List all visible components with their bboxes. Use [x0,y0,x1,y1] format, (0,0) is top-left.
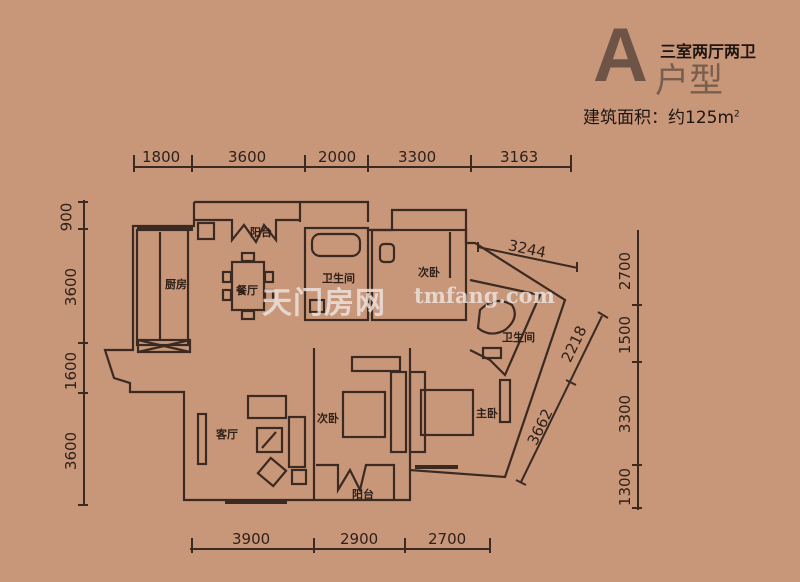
right-dimension-line [632,230,642,510]
floor-area: 建筑面积：约125m2 [583,103,740,128]
dim-right-4: 1300 [616,467,635,507]
dim-top-1: 1800 [142,148,181,166]
room-kitchen: 厨房 [165,278,187,291]
dim-bottom-2: 2900 [340,530,379,548]
room-bedroom-second: 次卧 [317,412,339,425]
room-balcony-north: 阳台 [250,226,272,239]
dim-left-2: 3600 [62,267,81,307]
room-dining: 餐厅 [236,284,258,297]
room-bedroom-north: 次卧 [418,266,440,279]
room-bathroom-2: 卫生间 [502,331,535,344]
dim-top-2: 3600 [228,148,267,166]
left-dimension-line [78,200,88,506]
bottom-dimension-line [190,538,491,553]
dim-bottom-1: 3900 [232,530,271,548]
unit-type-label: 户型 [655,61,723,101]
dim-bottom-3: 2700 [428,530,467,548]
unit-letter: A [593,13,648,98]
top-dimension-line [133,155,572,172]
dim-right-3: 3300 [616,394,635,434]
dim-left-4: 3600 [62,431,81,471]
room-bathroom-1: 卫生间 [322,272,355,285]
dim-top-5: 3163 [500,148,539,166]
dim-top-3: 2000 [318,148,357,166]
dim-top-4: 3300 [398,148,437,166]
layout-summary: 三室两厅两卫 [660,42,757,61]
watermark-en: tmfang.com [414,283,555,308]
room-balcony-south: 阳台 [352,488,374,501]
area-superscript: 2 [734,109,740,120]
dim-left-1: 900 [57,202,76,232]
room-living: 客厅 [216,428,238,441]
dim-left-3: 1600 [62,351,81,391]
watermark-cn: 天门房网 [262,286,386,321]
dim-right-1: 2700 [616,251,635,291]
dim-right-2: 1500 [616,315,635,355]
room-master-bedroom: 主卧 [476,407,498,420]
floor-area-text: 建筑面积：约125m [583,108,735,128]
